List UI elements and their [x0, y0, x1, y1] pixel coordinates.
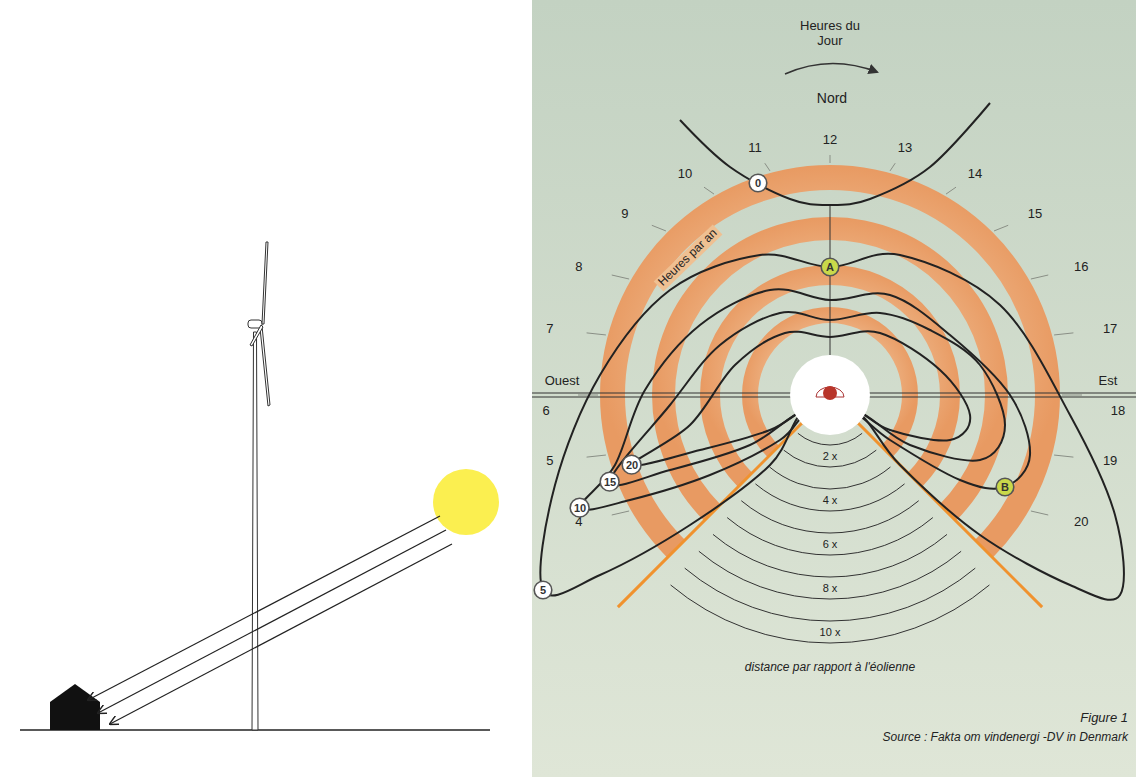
- hour-tick: [830, 155, 831, 163]
- hour-label: 10: [678, 167, 692, 182]
- contour-line: [610, 312, 1005, 486]
- hour-label: 13: [898, 141, 912, 156]
- axis-label: distance par rapport à l'éolienne: [745, 661, 915, 675]
- distance-arc: [685, 568, 976, 621]
- callout-circle: 0: [748, 173, 768, 193]
- hour-label: 8: [575, 260, 582, 275]
- hour-label: 11: [748, 141, 762, 156]
- hour-label: 14: [968, 167, 982, 182]
- hour-label: 15: [1028, 207, 1042, 222]
- hour-label: 17: [1103, 322, 1117, 337]
- turbine-blade: [262, 242, 268, 324]
- hour-label: 9: [621, 207, 628, 222]
- distance-arc: [798, 433, 862, 445]
- contour-line: [540, 254, 1124, 600]
- hour-tick: [1062, 395, 1082, 396]
- callout-number: 15: [604, 477, 616, 488]
- sun-ray: [98, 530, 446, 713]
- hour-label: 6: [542, 404, 549, 419]
- hour-tick: [612, 275, 629, 279]
- contour-line: [680, 103, 990, 205]
- callout-number: B: [1001, 482, 1009, 493]
- distance-arc: [770, 467, 891, 489]
- callout-number: A: [826, 262, 834, 273]
- contour-line: [580, 289, 1030, 510]
- shadow-band: [600, 165, 1060, 558]
- hour-tick: [890, 163, 895, 171]
- sun-ray: [88, 516, 440, 700]
- distance-arc: [727, 518, 933, 555]
- hour-tick: [652, 225, 666, 231]
- hour-tick: [994, 225, 1008, 231]
- distance-label: 2 x: [823, 450, 838, 463]
- callout-circle: 10: [569, 497, 590, 518]
- distance-label: 4 x: [823, 494, 838, 507]
- callout-circle: A: [820, 257, 840, 277]
- chart-title: Heures du Jour: [798, 19, 862, 49]
- hour-label: 18: [1111, 404, 1125, 419]
- compass-label: Est: [1099, 374, 1118, 389]
- compass-label: Nord: [817, 90, 847, 106]
- axis-label: Heures par an: [654, 225, 723, 292]
- turbine-symbol: [823, 386, 837, 400]
- source-note: Source : Fakta om vindenergi -DV in Denm…: [883, 731, 1128, 745]
- distance-arc: [755, 484, 904, 511]
- hour-label: 12: [823, 133, 837, 148]
- shadow-illustration: [20, 242, 499, 730]
- compass-label: Ouest: [545, 374, 580, 389]
- distance-label: 6 x: [823, 538, 838, 551]
- sun-ray: [110, 544, 452, 724]
- hour-tick: [1031, 275, 1048, 279]
- distance-arc: [713, 534, 947, 577]
- callout-number: 10: [574, 503, 586, 514]
- hour-tick: [587, 455, 606, 457]
- callout-circle: 15: [599, 471, 620, 492]
- callout-circle: 5: [533, 580, 553, 600]
- hour-tick: [946, 187, 956, 194]
- hour-tick: [1054, 333, 1073, 335]
- shadow-band: [652, 217, 1008, 521]
- distance-label: 8 x: [823, 582, 838, 595]
- callout-number: 0: [755, 178, 761, 189]
- turbine-blade: [250, 325, 263, 346]
- turbine-tower: [252, 332, 258, 730]
- hour-label: 7: [546, 322, 553, 337]
- hour-label: 19: [1103, 454, 1117, 469]
- figure-caption: Figure 1: [1080, 711, 1128, 726]
- hour-tick: [1054, 455, 1073, 457]
- shadow-chart: [532, 103, 1136, 643]
- chart-panel: [532, 0, 1136, 777]
- hour-tick: [612, 511, 629, 515]
- hour-tick: [587, 333, 606, 335]
- callout-circle: 20: [621, 454, 642, 475]
- callout-circle: B: [995, 477, 1015, 497]
- house: [50, 684, 100, 730]
- callout-number: 20: [626, 460, 638, 471]
- sun: [433, 469, 499, 535]
- distance-arc: [784, 450, 877, 467]
- sector-line: [830, 395, 1042, 607]
- hour-tick: [704, 187, 714, 194]
- hour-tick: [1031, 511, 1048, 515]
- callout-number: 5: [540, 585, 546, 596]
- distance-arc: [699, 551, 961, 599]
- turbine-zone: [790, 355, 870, 435]
- contour-line: [632, 331, 970, 466]
- north-line: [830, 205, 831, 355]
- day-arrow: [785, 63, 877, 74]
- turbine-blade: [260, 326, 270, 406]
- distance-arc: [671, 585, 990, 643]
- hour-label: 20: [1074, 515, 1088, 530]
- hour-label: 5: [546, 454, 553, 469]
- hour-label: 16: [1074, 260, 1088, 275]
- hour-tick: [765, 163, 770, 171]
- distance-label: 10 x: [820, 626, 841, 639]
